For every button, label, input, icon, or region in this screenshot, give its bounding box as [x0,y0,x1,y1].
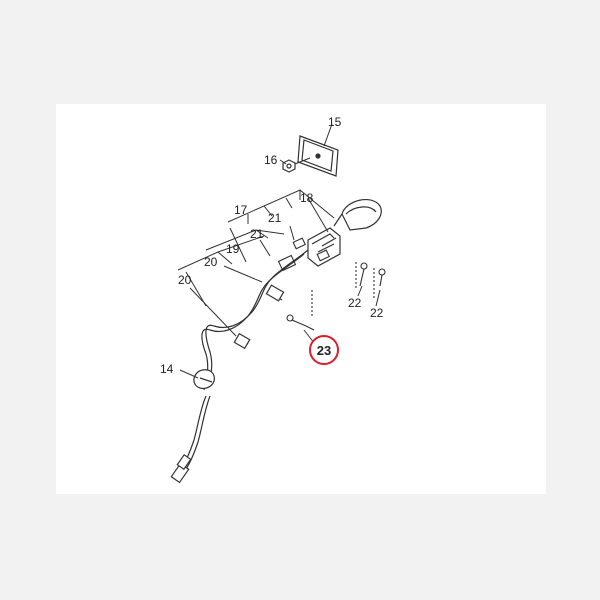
callout-18: 18 [300,191,314,205]
connectors [170,284,285,484]
callout-19: 19 [226,242,240,256]
clamp-part [193,369,215,389]
callout-23-label: 23 [317,343,331,358]
screw-parts [355,262,386,300]
nut-part [282,157,311,173]
lamp-socket [307,227,341,267]
bulb-parts [277,237,330,272]
wiring-harness [179,249,309,473]
callout-22-lower: 22 [370,306,384,320]
callout-14: 14 [160,362,174,376]
callout-15: 15 [328,115,342,129]
lamp-housing [333,198,382,231]
callout-22-upper: 22 [348,296,362,310]
leader-lines [177,123,381,379]
callout-20-upper: 20 [204,255,218,269]
callout-21-right: 21 [268,211,282,225]
callout-20-lower: 20 [178,273,192,287]
bolt-part-23 [286,290,315,331]
reflector-plate [297,135,339,177]
highlighted-callout-23[interactable]: 23 [309,335,339,365]
callout-21-left: 21 [250,227,264,241]
callout-17: 17 [234,203,248,217]
diagram-sheet [56,104,546,494]
callout-16: 16 [264,153,278,167]
